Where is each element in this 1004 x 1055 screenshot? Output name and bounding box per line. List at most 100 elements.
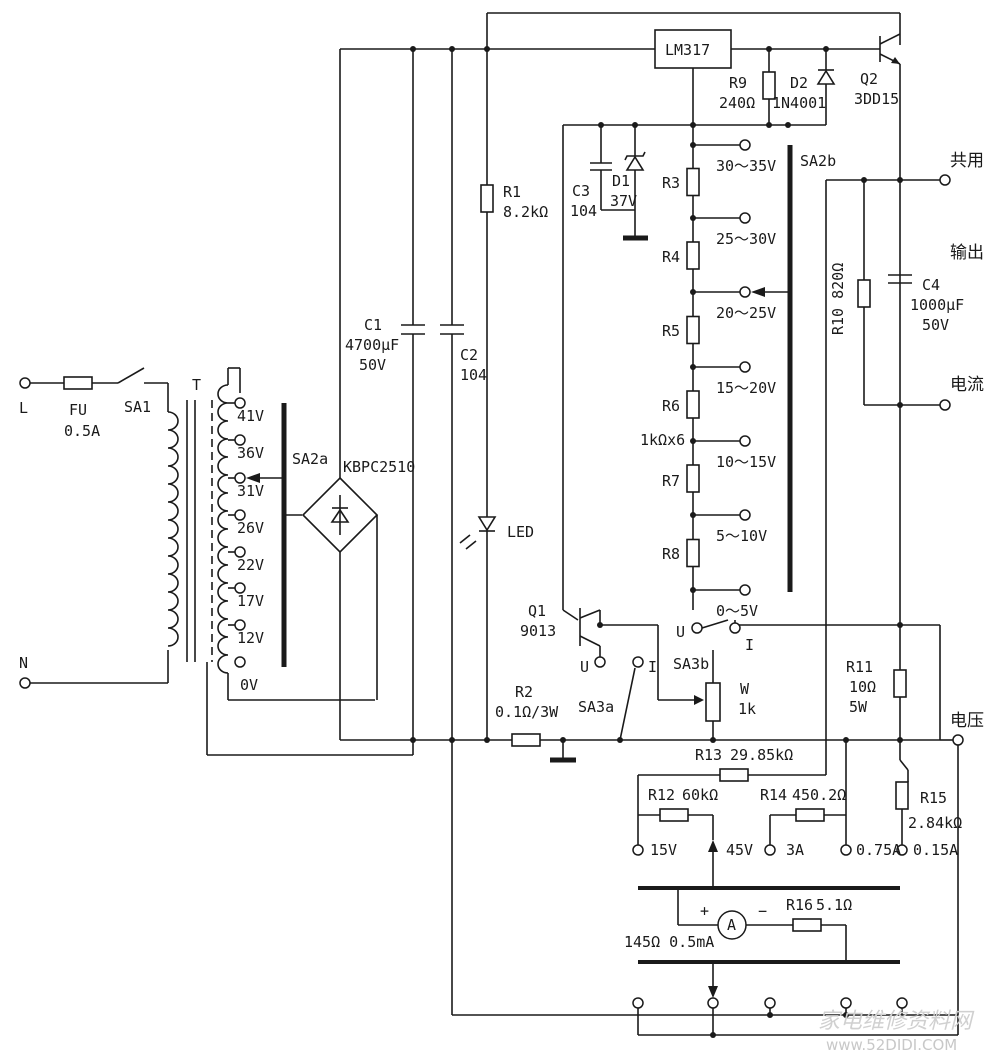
label-r11: R11	[846, 658, 873, 676]
resistor-r10	[857, 279, 871, 308]
range-label: 10～15V	[716, 453, 776, 471]
label-45v: 45V	[726, 841, 753, 859]
resistor-r14	[795, 808, 825, 822]
switch-sa3b	[701, 619, 729, 629]
label-c2-val: 104	[460, 366, 487, 384]
range-terminal-0[interactable]	[739, 139, 751, 151]
label-r3: R3	[662, 174, 680, 192]
transformer-secondary	[217, 384, 229, 674]
label-lm317: LM317	[665, 41, 710, 59]
label-r9: R9	[729, 74, 747, 92]
label-r7: R7	[662, 472, 680, 490]
label-c4: C4	[922, 276, 940, 294]
ladder-resistor	[686, 464, 700, 493]
label-r15: R15	[920, 789, 947, 807]
terminal-n[interactable]	[19, 677, 31, 689]
label-3a: 3A	[786, 841, 804, 859]
label-r14: R14	[760, 786, 787, 804]
label-r2: R2	[515, 683, 533, 701]
label-r12-val: 60kΩ	[682, 786, 718, 804]
label-minus: −	[758, 902, 767, 920]
tap-7[interactable]	[234, 656, 246, 668]
range-terminal-1[interactable]	[739, 212, 751, 224]
label-sa2a: SA2a	[292, 450, 328, 468]
range-terminal-3[interactable]	[739, 361, 751, 373]
label-r9-val: 240Ω	[719, 94, 755, 112]
label-r11-val: 10Ω	[849, 678, 876, 696]
range-label: 0～5V	[716, 602, 758, 620]
label-r12: R12	[648, 786, 675, 804]
label-voltage: 电压	[950, 711, 984, 731]
label-015a: 0.15A	[913, 841, 958, 859]
range-terminal-5[interactable]	[739, 509, 751, 521]
label-c3-val: 104	[570, 202, 597, 220]
meter-terminal[interactable]	[840, 844, 852, 856]
label-output: 输出	[950, 243, 984, 263]
tap-label: 17V	[237, 592, 264, 610]
label-d1-val: 37V	[610, 192, 637, 210]
ladder-resistor	[686, 390, 700, 419]
label-fu-val: 0.5A	[64, 422, 100, 440]
label-r678: 1kΩx6	[640, 431, 685, 449]
label-c2: C2	[460, 346, 478, 364]
resistor-r11	[893, 669, 907, 698]
label-r4: R4	[662, 248, 680, 266]
terminal-voltage[interactable]	[952, 734, 964, 746]
label-current: 电流	[950, 375, 984, 395]
tap-label: 36V	[237, 444, 264, 462]
sa2b-wiper	[751, 287, 765, 297]
meter-terminal[interactable]	[764, 844, 776, 856]
label-r14-val: 450.2Ω	[792, 786, 846, 804]
label-r16: R16	[786, 896, 813, 914]
label-r8: R8	[662, 545, 680, 563]
bottom-terminal[interactable]	[764, 997, 776, 1009]
ladder-resistor	[686, 241, 700, 270]
switch-sa1	[117, 367, 145, 384]
diode-d1	[625, 155, 645, 171]
range-terminal-6[interactable]	[739, 584, 751, 596]
label-sa3a: SA3a	[578, 698, 614, 716]
resistor-r2	[511, 733, 541, 747]
label-led: LED	[507, 523, 534, 541]
fuse-fu	[63, 376, 93, 390]
label-n: N	[19, 654, 28, 672]
meter-terminal[interactable]	[896, 844, 908, 856]
label-d2-val: 1N4001	[772, 94, 826, 112]
bottom-terminal[interactable]	[707, 997, 719, 1009]
label-q1-val: 9013	[520, 622, 556, 640]
diode-d2	[816, 69, 836, 85]
terminal-l[interactable]	[19, 377, 31, 389]
label-075a: 0.75A	[856, 841, 901, 859]
tap-label: 12V	[237, 629, 264, 647]
label-r2-val: 0.1Ω/3W	[495, 703, 559, 721]
label-r1: R1	[503, 183, 521, 201]
label-15v: 15V	[650, 841, 677, 859]
bottom-terminal[interactable]	[840, 997, 852, 1009]
terminal-current[interactable]	[939, 399, 951, 411]
label-r6: R6	[662, 397, 680, 415]
terminal-common[interactable]	[939, 174, 951, 186]
label-i1: I	[648, 658, 657, 676]
junction-dots	[410, 46, 903, 1038]
bottom-terminal[interactable]	[632, 997, 644, 1009]
sa2a-wiper	[246, 473, 260, 483]
label-r1-val: 8.2kΩ	[503, 203, 548, 221]
range-terminal-2[interactable]	[739, 286, 751, 298]
label-u2: U	[676, 623, 685, 641]
label-r15-val: 2.84kΩ	[908, 814, 962, 832]
label-c4-val: 1000μF	[910, 296, 964, 314]
resistor-r15	[895, 781, 909, 810]
ladder-resistor	[686, 167, 700, 197]
resistor-r13	[719, 768, 749, 782]
range-label: 20～25V	[716, 304, 776, 322]
bottom-terminal[interactable]	[896, 997, 908, 1009]
range-terminal-4[interactable]	[739, 435, 751, 447]
label-bridge: KBPC2510	[343, 458, 415, 476]
label-c4-v: 50V	[922, 316, 949, 334]
meter-terminal[interactable]	[632, 844, 644, 856]
label-d2: D2	[790, 74, 808, 92]
mains-input	[19, 367, 414, 756]
led-icon	[477, 516, 497, 532]
